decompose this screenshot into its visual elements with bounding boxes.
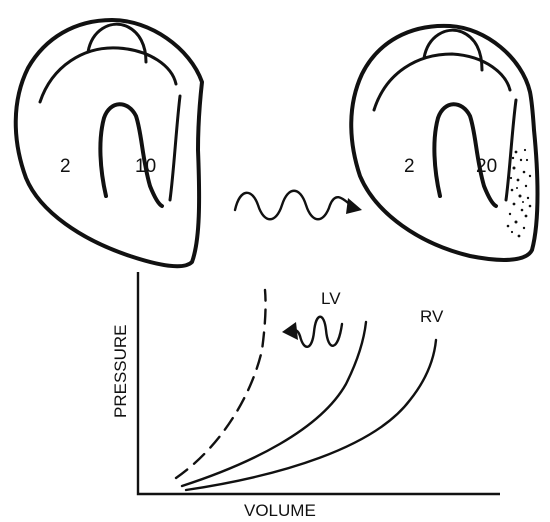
heart-normal-atrium [88, 24, 146, 62]
heart-normal-lv-wall [170, 96, 180, 200]
heart-normal-atrial-arc [40, 48, 176, 102]
wavy-arrow-head [346, 198, 362, 214]
y-axis-label: PRESSURE [111, 324, 130, 418]
lv-curve-shifted [176, 290, 266, 478]
rv-curve [186, 340, 436, 490]
lv-curve [182, 322, 366, 486]
pressure-volume-graph: PRESSURE VOLUME LV RV [111, 272, 500, 520]
rv-curve-label: RV [420, 307, 444, 326]
heart-normal-lv-pressure: 10 [135, 156, 156, 177]
graph-axes [138, 272, 500, 494]
heart-affected-rv-pressure: 2 [404, 156, 415, 177]
heart-affected: 2 20 [351, 26, 537, 260]
wavy-arrow-line [235, 191, 352, 220]
shift-arrow-head [282, 322, 298, 340]
heart-normal-rv-pressure: 2 [60, 156, 71, 177]
heart-normal: 2 10 [16, 20, 202, 266]
shift-arrow [282, 317, 342, 347]
x-axis-label: VOLUME [244, 501, 316, 520]
heart-affected-atrium [424, 30, 482, 70]
heart-affected-atrial-arc [374, 54, 510, 110]
heart-affected-outer-wall [351, 26, 537, 260]
wavy-arrow [235, 191, 362, 220]
heart-affected-lv-wall [506, 100, 516, 200]
shift-arrow-line [292, 317, 342, 347]
heart-affected-lv-pressure: 20 [476, 156, 497, 177]
lv-curve-label: LV [321, 289, 341, 308]
